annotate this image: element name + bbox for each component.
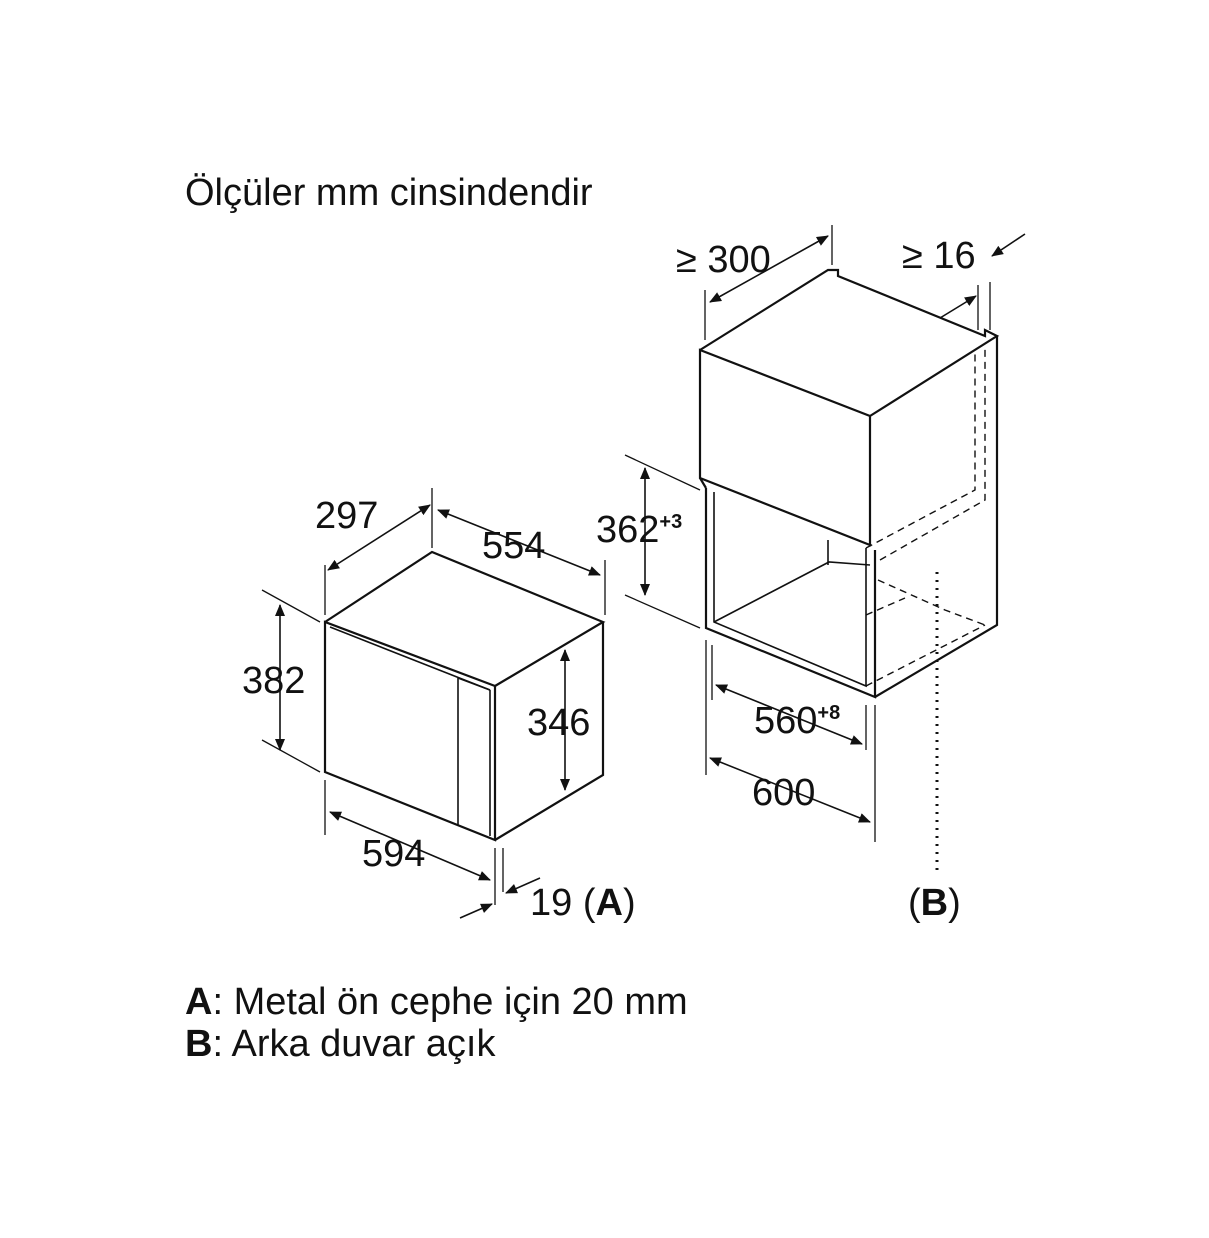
legend: A: Metal ön cephe için 20 mm B: Arka duv…	[185, 981, 688, 1065]
niche-upper-top	[699, 268, 1000, 417]
appliance-top-face	[324, 550, 606, 687]
legend-item-a: A: Metal ön cephe için 20 mm	[185, 981, 688, 1023]
dim-appliance-depth: 297	[315, 495, 378, 537]
dim-niche-min-depth: ≥ 300	[676, 239, 771, 281]
niche-dimensions: ≥ 300 ≥ 16 362+3 560+8 600 (B)	[596, 225, 1026, 924]
dim-appliance-height-total: 382	[242, 660, 305, 702]
installation-niche	[698, 268, 1000, 872]
dim-appliance-width-total: 594	[362, 833, 425, 875]
dim-niche-min-gap: ≥ 16	[902, 235, 976, 277]
dim-front-offset: 19 (A)	[530, 882, 636, 924]
niche-opening-frame	[704, 488, 877, 699]
appliance-side-face	[494, 622, 605, 841]
dim-niche-height: 362+3	[596, 509, 682, 551]
appliance-front-face	[323, 620, 497, 842]
rear-open-ref: (B)	[908, 882, 961, 924]
microwave-appliance	[323, 550, 606, 842]
appliance-dimensions: 297 554 382 346 594 19 (A)	[242, 488, 636, 924]
dim-appliance-width-body: 554	[482, 525, 545, 567]
legend-item-b: B: Arka duvar açık	[185, 1023, 496, 1065]
dim-niche-width-outer: 600	[752, 772, 815, 814]
page-title: Ölçüler mm cinsindendir	[185, 172, 593, 214]
niche-upper-front	[698, 348, 872, 547]
dim-niche-width-inner: 560+8	[754, 700, 840, 742]
dim-appliance-height-body: 346	[527, 702, 590, 744]
